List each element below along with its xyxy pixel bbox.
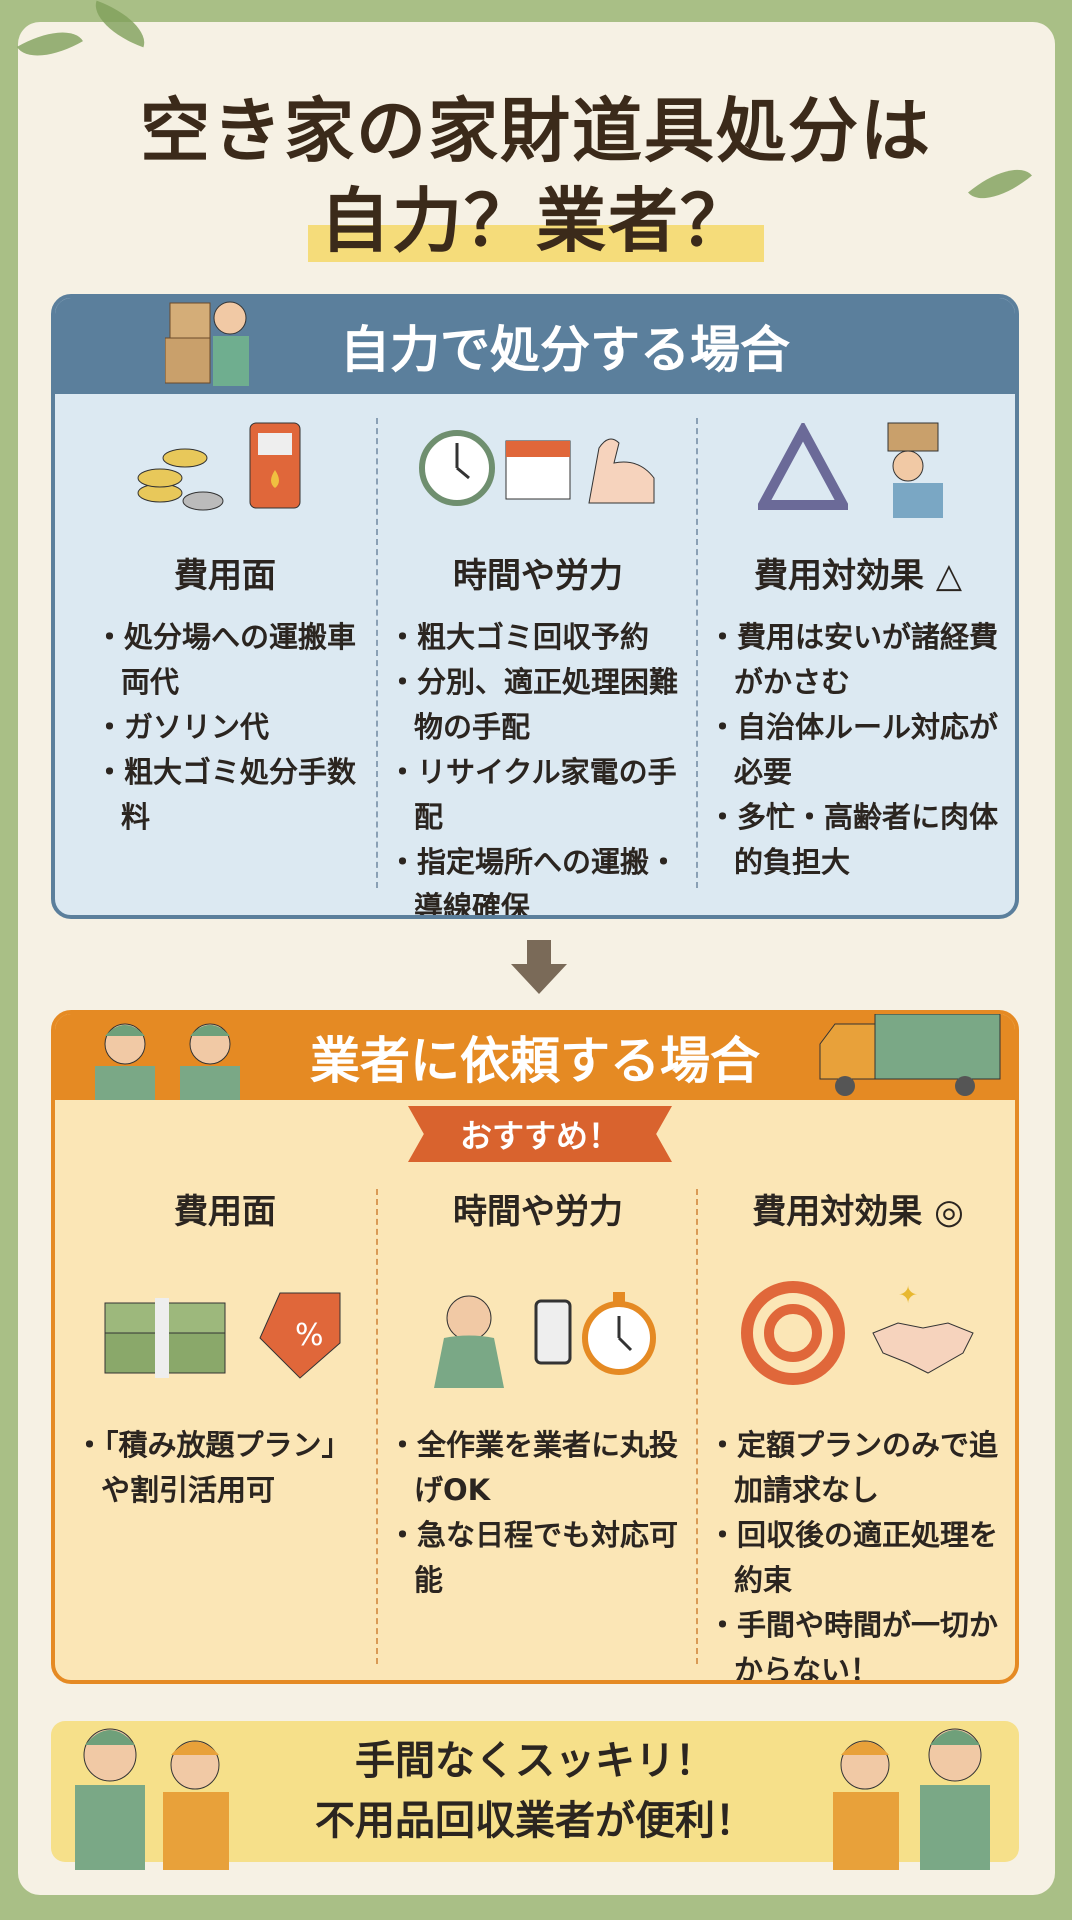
bullet-list: 定額プランのみで追加請求なし回収後の適正処理を約束手間や時間が一切かからない！ — [708, 1423, 1008, 1680]
staff-pair-icon — [95, 1023, 240, 1100]
bullet-item: 「積み放題プラン」や割引活用可 — [75, 1423, 375, 1513]
bullet-list: 粗大ゴミ回収予約分別、適正処理困難物の手配リサイクル家電の手配指定場所への運搬・… — [388, 615, 688, 915]
double-circle-icon — [741, 1281, 845, 1385]
cash-stack-icon — [104, 1298, 226, 1378]
bullet-item: 多忙・高齢者に肉体的負担大 — [708, 795, 1008, 885]
cheering-staff-left-icon — [75, 1728, 229, 1870]
triangle-icon — [758, 423, 848, 510]
bullet-list: 処分場への運搬車両代ガソリン代粗大ゴミ処分手数料 — [75, 615, 375, 840]
pro-column-value: 費用対効果 ◎ ✦ 定額プランのみで追加請求なし回収後の適正処理を約束手間や時間… — [708, 1184, 1008, 1680]
handshake-icon: ✦ — [872, 1281, 974, 1374]
bullet-item: 全作業を業者に丸投げOK — [388, 1423, 688, 1513]
svg-text:✦: ✦ — [898, 1281, 918, 1309]
stopwatch-icon — [582, 1292, 656, 1375]
self-column-value: 費用対効果 △ 費用は安いが諸経費がかさむ自治体ルール対応が必要多忙・高齢者に肉… — [708, 418, 1008, 885]
discount-tag-icon: % — [259, 1292, 341, 1379]
banner-line-2: 不用品回収業者が便利！ — [315, 1798, 755, 1844]
banner-line-1: 手間なくスッキリ！ — [355, 1738, 715, 1784]
title-line-1: 空き家の家財道具処分は — [140, 90, 932, 172]
self-disposal-section: 自力で処分する場合 費用面 処分場への運搬車両代ガソリン代粗大ゴミ処分手数料 時… — [51, 294, 1019, 919]
muscle-arm-icon — [588, 438, 655, 504]
column-heading: 費用対効果 △ — [754, 556, 962, 596]
bullet-list: 「積み放題プラン」や割引活用可 — [75, 1423, 375, 1513]
bullet-item: 回収後の適正処理を約束 — [708, 1513, 1008, 1603]
column-heading: 時間や労力 — [453, 556, 623, 596]
bullet-item: 処分場への運搬車両代 — [95, 615, 375, 705]
column-heading: 費用対効果 ◎ — [752, 1192, 964, 1232]
gas-pump-icon — [249, 422, 301, 509]
cheering-staff-right-icon — [833, 1728, 990, 1870]
column-divider — [696, 418, 698, 888]
bullet-item: 定額プランのみで追加請求なし — [708, 1423, 1008, 1513]
column-heading: 費用面 — [174, 556, 276, 596]
truck-icon — [819, 1014, 1001, 1096]
pro-column-cost: 費用面 % 「積み放題プラン」や割引活用可 — [75, 1184, 375, 1513]
bullet-item: 自治体ルール対応が必要 — [708, 705, 1008, 795]
professional-service-section: 業者に依頼する場合 おすすめ！ 費用面 % 「積み放題プラン」や割引活用可 時間… — [51, 1010, 1019, 1684]
relaxing-person-icon — [434, 1295, 504, 1388]
bullet-item: ガソリン代 — [95, 705, 375, 750]
coins-icon — [137, 448, 224, 511]
self-column-time: 時間や労力 粗大ゴミ回収予約分別、適正処理困難物の手配リサイクル家電の手配指定場… — [388, 418, 688, 915]
bullet-item: 粗大ゴミ処分手数料 — [95, 750, 375, 840]
pro-column-time: 時間や労力 全作業を業者に丸投げOK急な日程でも対応可能 — [388, 1184, 688, 1603]
bullet-item: リサイクル家電の手配 — [388, 750, 688, 840]
self-column-cost: 費用面 処分場への運搬車両代ガソリン代粗大ゴミ処分手数料 — [75, 418, 375, 840]
clock-icon — [419, 430, 495, 506]
title-highlight: 自力？業者？ — [308, 180, 764, 262]
bullet-list: 費用は安いが諸経費がかさむ自治体ルール対応が必要多忙・高齢者に肉体的負担大 — [708, 615, 1008, 885]
arrow-down-icon — [511, 940, 567, 994]
bullet-item: 手間や時間が一切かからない！ — [708, 1603, 1008, 1680]
bullet-item: 粗大ゴミ回収予約 — [388, 615, 688, 660]
column-heading: 時間や労力 — [453, 1192, 623, 1232]
calendar-icon — [505, 440, 571, 500]
bullet-item: 指定場所への運搬・導線確保 — [388, 840, 688, 915]
smartphone-icon — [534, 1299, 572, 1365]
column-heading: 費用面 — [174, 1192, 276, 1232]
self-header-text: 自力で処分する場合 — [340, 321, 790, 379]
column-divider — [696, 1189, 698, 1664]
bullet-item: 急な日程でも対応可能 — [388, 1513, 688, 1603]
bullet-item: 費用は安いが諸経費がかさむ — [708, 615, 1008, 705]
column-divider — [376, 1189, 378, 1664]
worried-person-boxes-icon — [165, 301, 249, 386]
recommended-badge: おすすめ！ — [408, 1106, 672, 1162]
bullet-item: 分別、適正処理困難物の手配 — [388, 660, 688, 750]
svg-text:%: % — [295, 1318, 324, 1353]
bullet-list: 全作業を業者に丸投げOK急な日程でも対応可能 — [388, 1423, 688, 1603]
title-line-2: 自力？業者？ — [0, 165, 1072, 266]
person-carrying-box-icon — [887, 422, 943, 518]
pro-header-text: 業者に依頼する場合 — [310, 1032, 760, 1090]
column-divider — [376, 418, 378, 888]
